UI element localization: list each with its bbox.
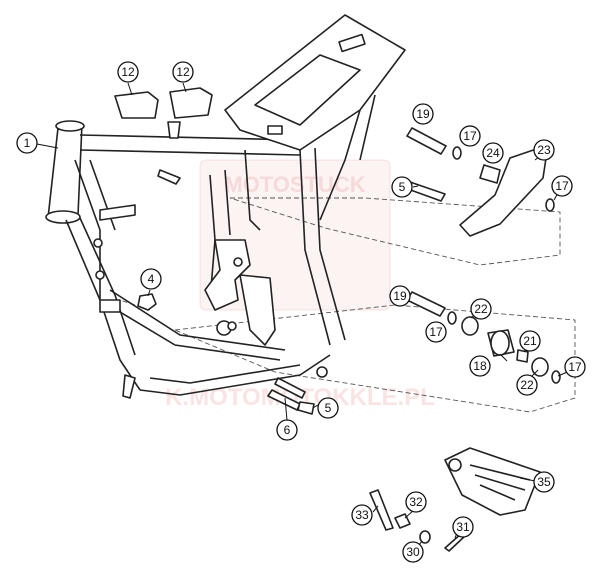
- svg-text:19: 19: [416, 107, 430, 121]
- svg-text:17: 17: [555, 179, 569, 193]
- lower-side-assembly: [406, 291, 561, 384]
- part-33-pin: [369, 489, 394, 531]
- lower-bolts: [267, 377, 315, 415]
- part-12-sleeves: [114, 87, 213, 119]
- svg-text:32: 32: [409, 495, 423, 509]
- callout-17-upper-right: 17: [551, 175, 573, 197]
- callout-12-left: 12: [117, 61, 139, 83]
- svg-text:5: 5: [399, 180, 406, 194]
- svg-text:30: 30: [406, 545, 420, 559]
- callout-18: 18: [469, 355, 491, 377]
- svg-text:24: 24: [486, 146, 500, 160]
- svg-text:12: 12: [176, 65, 190, 79]
- svg-text:1: 1: [24, 136, 31, 150]
- callout-33: 33: [351, 504, 373, 526]
- callout-23: 23: [533, 139, 555, 161]
- svg-text:22: 22: [474, 302, 488, 316]
- part-30-washer: [419, 530, 431, 544]
- svg-text:35: 35: [537, 475, 551, 489]
- watermark: MOTOSTUCK K.MOTOMOTOKKLE.PL: [165, 159, 435, 411]
- svg-text:31: 31: [456, 520, 470, 534]
- svg-text:19: 19: [393, 289, 407, 303]
- callout-24: 24: [482, 142, 504, 164]
- callout-4: 4: [140, 268, 162, 290]
- part-12-right: [169, 87, 213, 119]
- steering-head-tube: [47, 123, 83, 219]
- svg-text:12: 12: [121, 65, 135, 79]
- callout-31: 31: [452, 516, 474, 538]
- footpeg-hardware: [369, 489, 466, 552]
- upper-side-stand-assembly: [406, 127, 555, 237]
- callout-22-lower: 22: [516, 374, 538, 396]
- swingarm-plate-right: [239, 274, 276, 346]
- callout-19-lower: 19: [389, 285, 411, 307]
- callout-12-right: 12: [172, 61, 194, 83]
- callout-labels: 1 12 12 4 6 5 5 19 17 24 23 17 19 22 17 …: [16, 61, 586, 563]
- svg-text:6: 6: [284, 423, 291, 437]
- callout-5-upper: 5: [391, 176, 413, 198]
- part-12-left: [114, 91, 159, 119]
- part-23-side-stand: [459, 144, 549, 237]
- svg-text:17: 17: [463, 129, 477, 143]
- callout-32: 32: [405, 491, 427, 513]
- svg-text:21: 21: [523, 334, 537, 348]
- part-4-nut: [137, 293, 157, 311]
- svg-text:4: 4: [148, 272, 155, 286]
- svg-text:17: 17: [568, 360, 582, 374]
- svg-text:17: 17: [429, 325, 443, 339]
- callout-1: 1: [16, 132, 38, 154]
- callout-30: 30: [402, 541, 424, 563]
- callout-17-upper-left: 17: [459, 125, 481, 147]
- frame: [45, 14, 406, 399]
- svg-text:5: 5: [325, 401, 332, 415]
- callout-19-upper: 19: [412, 103, 434, 125]
- callout-35: 35: [533, 471, 555, 493]
- svg-text:23: 23: [537, 143, 551, 157]
- watermark-top-text: MOTOSTUCK: [224, 172, 365, 197]
- svg-text:22: 22: [520, 378, 534, 392]
- callout-22-upper: 22: [470, 298, 492, 320]
- callout-21: 21: [519, 330, 541, 352]
- callout-17-lower-right: 17: [564, 356, 586, 378]
- callout-17-lower-left: 17: [425, 321, 447, 343]
- svg-text:18: 18: [473, 359, 487, 373]
- callout-5-lower: 5: [317, 397, 339, 419]
- assembly-guide-lines: [119, 197, 576, 413]
- callout-6: 6: [276, 419, 298, 441]
- part-35-footpeg: [444, 447, 541, 516]
- svg-text:33: 33: [355, 508, 369, 522]
